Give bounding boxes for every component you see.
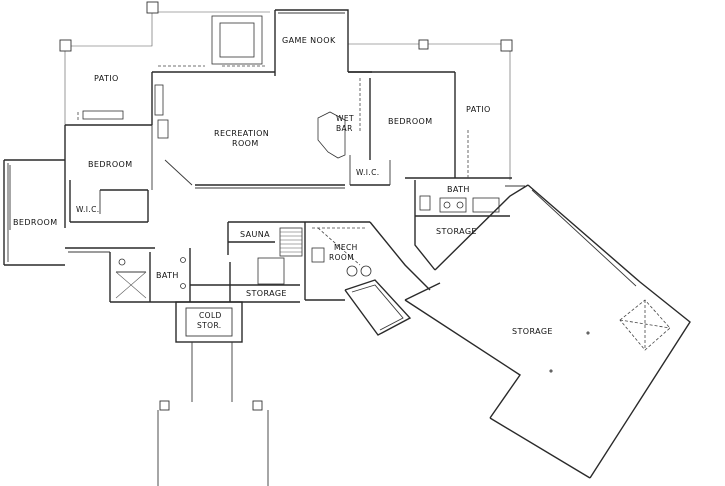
post-lower-left (159, 400, 170, 411)
center-bath-walls (109, 248, 300, 303)
front-walkway (157, 342, 269, 486)
label-game-nook: GAME NOOK (282, 36, 336, 45)
label-wet-bar-2: BAR (336, 124, 353, 133)
label-wet-bar-1: WET (336, 114, 354, 123)
label-recreation-room-2: ROOM (232, 139, 259, 148)
label-wic-right: W.I.C. (356, 168, 380, 177)
label-bath-center: BATH (156, 271, 179, 280)
label-mech-room-1: MECH (334, 243, 358, 252)
storage-garage-walls (404, 184, 691, 479)
label-mech-room-2: ROOM (329, 253, 354, 262)
label-patio-left: PATIO (94, 74, 119, 83)
garage-connector (344, 279, 412, 336)
label-wic-center: W.I.C. (76, 205, 100, 214)
post-top-left (146, 1, 159, 14)
patio-left-outline (64, 11, 270, 125)
post-patio-left (59, 39, 72, 52)
post-patio-right-a (418, 39, 429, 50)
skylight-inner (219, 22, 255, 58)
cold-storage-walls (175, 301, 243, 343)
core-walls (227, 221, 431, 301)
label-bedroom-left: BEDROOM (13, 218, 58, 227)
label-bedroom-right: BEDROOM (388, 117, 433, 126)
bedroom-right-walls (348, 71, 512, 186)
bedroom-center-walls (64, 110, 153, 228)
label-bedroom-center: BEDROOM (88, 160, 133, 169)
label-cold-storage-1: COLD (199, 311, 222, 320)
label-recreation-room-1: RECREATION (214, 129, 269, 138)
label-patio-right: PATIO (466, 105, 491, 114)
label-storage-right: STORAGE (436, 227, 477, 236)
bedroom-left-walls (3, 159, 155, 266)
label-sauna: SAUNA (240, 230, 270, 239)
recreation-room-walls (151, 15, 346, 189)
label-cold-storage-2: STOR. (197, 321, 222, 330)
label-storage-center: STORAGE (246, 289, 287, 298)
bath-right-walls (414, 180, 529, 271)
label-bath-right: BATH (447, 185, 470, 194)
post-patio-right-b (500, 39, 513, 52)
post-lower-right (252, 400, 263, 411)
label-storage-garage: STORAGE (512, 327, 553, 336)
